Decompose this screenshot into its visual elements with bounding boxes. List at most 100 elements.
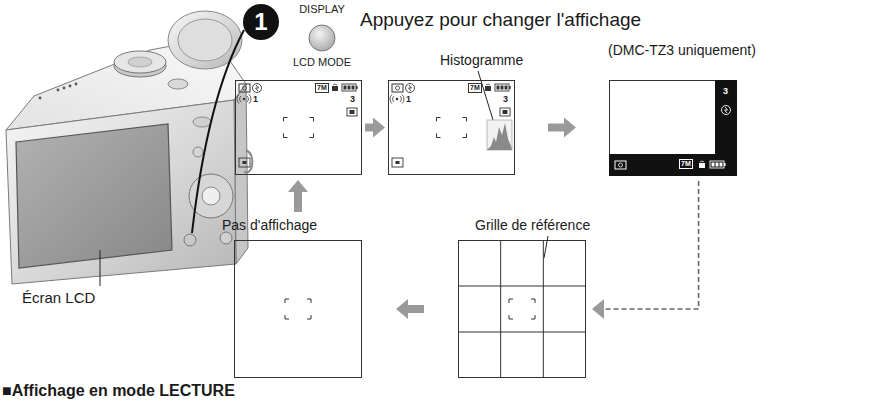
camera-body bbox=[178, 19, 232, 61]
camera-body bbox=[202, 187, 220, 205]
camera-body bbox=[128, 57, 152, 67]
screen-frame bbox=[235, 241, 362, 378]
flash-icon bbox=[406, 84, 415, 93]
leader-line bbox=[100, 250, 101, 286]
camera-body bbox=[16, 124, 172, 268]
mode-icon bbox=[392, 84, 403, 92]
screen-heading: Pas d'affichage bbox=[222, 217, 317, 233]
mode-icon bbox=[243, 86, 247, 90]
screen-heading: Histogramme bbox=[440, 52, 523, 68]
camera-body bbox=[6, 11, 252, 284]
icon-text: 3 bbox=[503, 94, 508, 104]
histogram bbox=[487, 123, 512, 150]
lcd-screen: Histogramme7M13 bbox=[388, 80, 515, 175]
battery-icon bbox=[352, 86, 355, 90]
button-label: DISPLAY bbox=[299, 3, 345, 15]
screen-display bbox=[458, 240, 586, 378]
callout-marker bbox=[243, 4, 279, 40]
lcd-screen: (DMC-TZ3 uniquement)37M bbox=[609, 80, 737, 176]
screen-heading: Grille de référence bbox=[475, 217, 590, 233]
icon-text: 7M bbox=[317, 84, 327, 91]
part-label: Écran LCD bbox=[22, 289, 95, 306]
flow-arrow bbox=[294, 192, 302, 212]
camera-body bbox=[69, 85, 72, 88]
battery-icon bbox=[348, 86, 351, 90]
battery-icon bbox=[712, 163, 715, 167]
icon-text: 1 bbox=[253, 94, 258, 104]
mode-icon bbox=[615, 161, 626, 169]
flow-arrow bbox=[408, 305, 424, 313]
icon-text: 7M bbox=[681, 160, 691, 167]
lcd-screen: Pas d'affichage bbox=[234, 240, 362, 378]
quality-icon bbox=[485, 86, 491, 91]
quality-icon bbox=[333, 84, 337, 85]
stabilizer-icon bbox=[243, 98, 246, 101]
camera-body bbox=[114, 51, 166, 73]
battery-icon bbox=[495, 84, 509, 91]
camera-body bbox=[57, 89, 60, 92]
metering-icon bbox=[243, 161, 247, 164]
leader-line bbox=[478, 71, 493, 120]
icon-text: 7M bbox=[470, 84, 480, 91]
callout-marker bbox=[192, 30, 244, 233]
camera-body bbox=[75, 83, 78, 86]
flow-arrow bbox=[365, 124, 373, 132]
drive-icon bbox=[500, 108, 510, 116]
battery-icon bbox=[724, 163, 726, 166]
flash-icon bbox=[722, 106, 731, 115]
drive-icon bbox=[350, 110, 355, 114]
screen-frame bbox=[236, 81, 362, 175]
screen-display bbox=[609, 80, 737, 176]
icon-text: 3 bbox=[723, 86, 728, 96]
af-frame bbox=[509, 299, 535, 319]
camera-body bbox=[220, 232, 232, 244]
stabilizer-icon bbox=[237, 95, 251, 104]
stabilizer-icon bbox=[396, 98, 399, 101]
screen-heading: (DMC-TZ3 uniquement) bbox=[608, 42, 756, 58]
camera-body bbox=[63, 87, 66, 90]
battery-icon bbox=[720, 163, 723, 167]
screen-frame bbox=[389, 81, 515, 175]
flash-icon bbox=[256, 85, 259, 91]
lcd-screen: Grille de référence bbox=[458, 240, 586, 378]
quality-icon bbox=[700, 161, 704, 162]
instruction-text: Appuyez pour changer l'affichage bbox=[360, 9, 641, 30]
flow-arrow bbox=[604, 181, 699, 309]
flash-icon bbox=[725, 107, 728, 113]
battery-icon bbox=[509, 86, 511, 89]
screen-frame bbox=[610, 81, 737, 176]
quality-icon bbox=[486, 84, 490, 85]
metering-icon bbox=[392, 158, 403, 167]
camera-body bbox=[193, 147, 203, 157]
reference-grid bbox=[458, 240, 586, 378]
screen-frame bbox=[459, 241, 586, 378]
callout-number: 1 bbox=[254, 8, 267, 35]
display-button bbox=[309, 25, 335, 51]
battery-icon bbox=[505, 86, 508, 90]
battery-icon bbox=[344, 86, 347, 90]
quality-icon bbox=[332, 86, 338, 91]
metering-icon bbox=[239, 158, 250, 167]
mode-icon bbox=[619, 163, 623, 167]
drive-icon bbox=[347, 108, 357, 116]
lcd-screen: 7M 1 3 bbox=[235, 80, 362, 175]
flash-icon bbox=[253, 84, 262, 93]
histogram bbox=[487, 120, 512, 150]
battery-icon bbox=[356, 86, 358, 89]
flow-arrow bbox=[548, 124, 564, 132]
battery-icon bbox=[716, 163, 719, 167]
screen-display bbox=[234, 240, 362, 378]
info-bar bbox=[609, 154, 737, 176]
icon-text: 3 bbox=[350, 94, 355, 104]
camera-body bbox=[39, 97, 42, 100]
leader-line bbox=[100, 71, 548, 286]
stabilizer-icon bbox=[390, 95, 404, 104]
af-frame bbox=[437, 118, 467, 138]
flash-icon bbox=[409, 85, 412, 91]
section-heading: ■Affichage en mode LECTURE bbox=[2, 382, 235, 399]
camera-body bbox=[184, 234, 196, 246]
icon-text: 1 bbox=[406, 94, 411, 104]
mode-icon bbox=[396, 86, 400, 90]
camera-body bbox=[193, 117, 211, 127]
button-label: LCD MODE bbox=[293, 56, 351, 68]
